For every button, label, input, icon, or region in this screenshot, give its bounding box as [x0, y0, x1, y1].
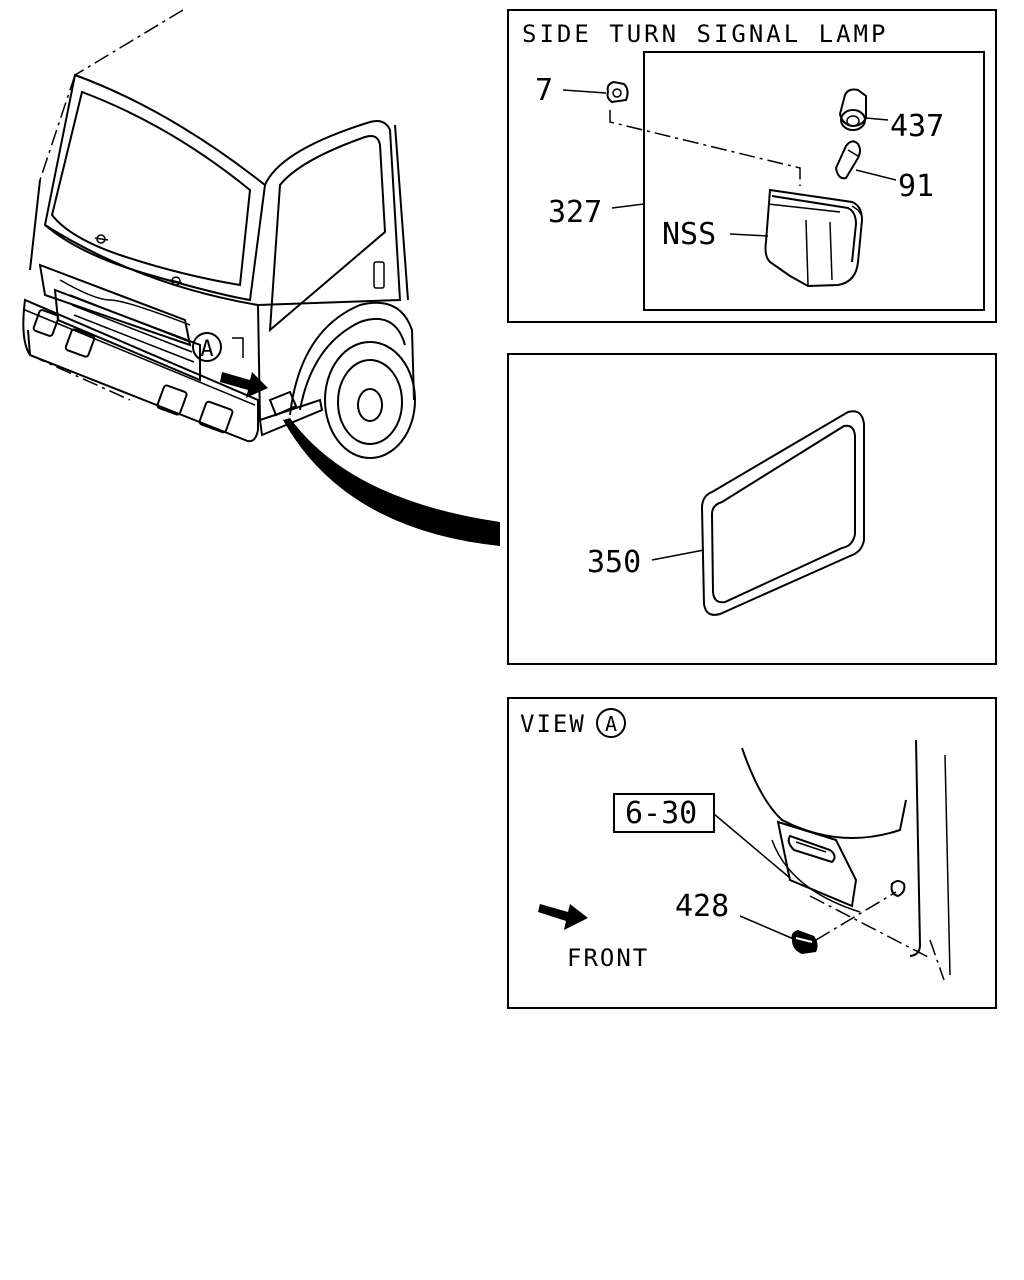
front-arrow-icon	[538, 904, 588, 930]
callout-7: 7	[535, 73, 553, 108]
view-a-panel: VIEW A 6-30 428 FRONT	[507, 697, 997, 1009]
callout-91: 91	[898, 169, 934, 204]
clip	[606, 80, 629, 104]
callout-6-30: 6-30	[625, 796, 697, 831]
panel-title: SIDE TURN SIGNAL LAMP	[522, 20, 888, 48]
connector-swoosh	[283, 418, 500, 546]
callout-327: 327	[548, 195, 602, 230]
view-label: VIEW	[520, 710, 586, 738]
direction-arrow-icon	[220, 372, 268, 398]
callout-350: 350	[587, 545, 641, 580]
bulb	[834, 140, 861, 180]
callout-437: 437	[890, 109, 944, 144]
callout-428: 428	[675, 889, 729, 924]
lamp-assembly	[764, 188, 864, 288]
callout-nss: NSS	[662, 217, 716, 252]
lens-gasket	[700, 410, 865, 616]
socket	[838, 88, 867, 131]
front-label: FRONT	[567, 944, 649, 972]
truck-cab-illustration: A	[22, 9, 500, 546]
lamp-assembly-panel: SIDE TURN SIGNAL LAMP 7 437 91	[507, 9, 997, 323]
view-marker: A	[605, 712, 617, 736]
grommet	[791, 930, 818, 954]
truck-view-marker: A	[200, 337, 213, 362]
lens-panel: 350	[507, 353, 997, 665]
